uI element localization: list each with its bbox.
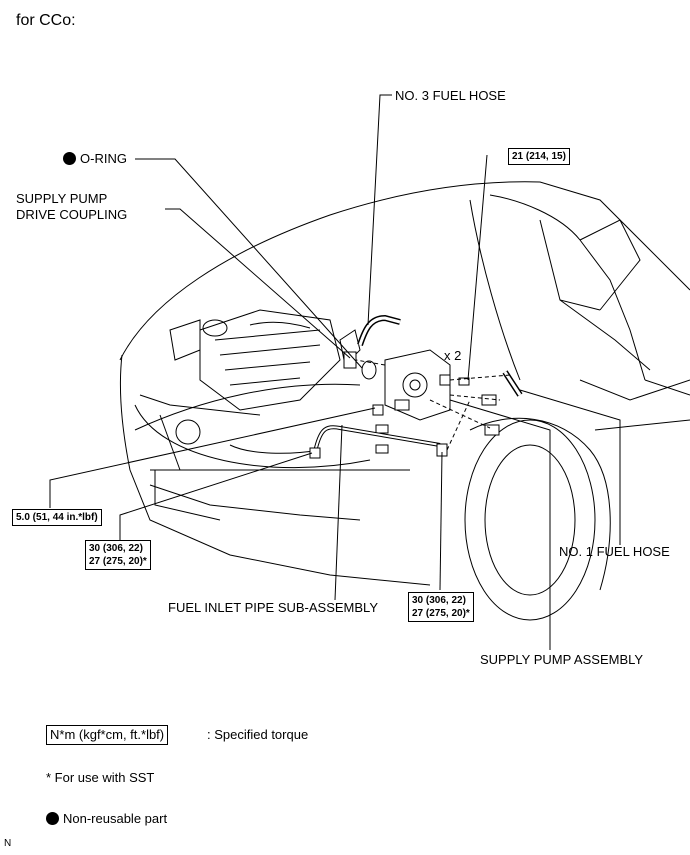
legend-non-reusable: Non-reusable part [46, 811, 167, 827]
torque-5: 5.0 (51, 44 in.*lbf) [12, 509, 102, 526]
o-ring-text: O-RING [80, 151, 127, 166]
o-ring-label: O-RING [63, 151, 127, 167]
supply-pump-drive-coupling-label: SUPPLY PUMP DRIVE COUPLING [16, 191, 127, 223]
x2-label: x 2 [444, 348, 462, 363]
supply-pump-drive-coupling-line2: DRIVE COUPLING [16, 207, 128, 222]
torque-30-left-line2: 27 (275, 20)* [89, 556, 147, 567]
legend-torque-box: N*m (kgf*cm, ft.*lbf) [46, 725, 169, 745]
torque-30-right-line2: 27 (275, 20)* [412, 608, 470, 619]
torque-30-right-line1: 30 (306, 22) [412, 595, 466, 606]
no3-fuel-hose-label: NO. 3 FUEL HOSE [395, 88, 506, 103]
legend-sst-note: * For use with SST [46, 770, 155, 785]
legend-dot-icon [46, 812, 59, 825]
torque-30-right: 30 (306, 22) 27 (275, 20)* [408, 592, 474, 622]
no1-fuel-hose-label: NO. 1 FUEL HOSE [559, 544, 670, 559]
non-reusable-dot-icon [63, 152, 76, 165]
torque-30-left-line1: 30 (306, 22) [89, 543, 143, 554]
footer-mark: N [4, 838, 12, 849]
supply-pump-assembly-label: SUPPLY PUMP ASSEMBLY [480, 652, 644, 667]
fuel-inlet-pipe-label: FUEL INLET PIPE SUB-ASSEMBLY [168, 600, 378, 615]
torque-21: 21 (214, 15) [508, 148, 570, 165]
supply-pump-drive-coupling-line1: SUPPLY PUMP [16, 191, 108, 206]
legend-non-reusable-text: Non-reusable part [63, 811, 168, 826]
legend-torque-desc: : Specified torque [207, 727, 309, 742]
page-title: for CCo: [16, 12, 76, 29]
torque-30-left: 30 (306, 22) 27 (275, 20)* [85, 540, 151, 570]
